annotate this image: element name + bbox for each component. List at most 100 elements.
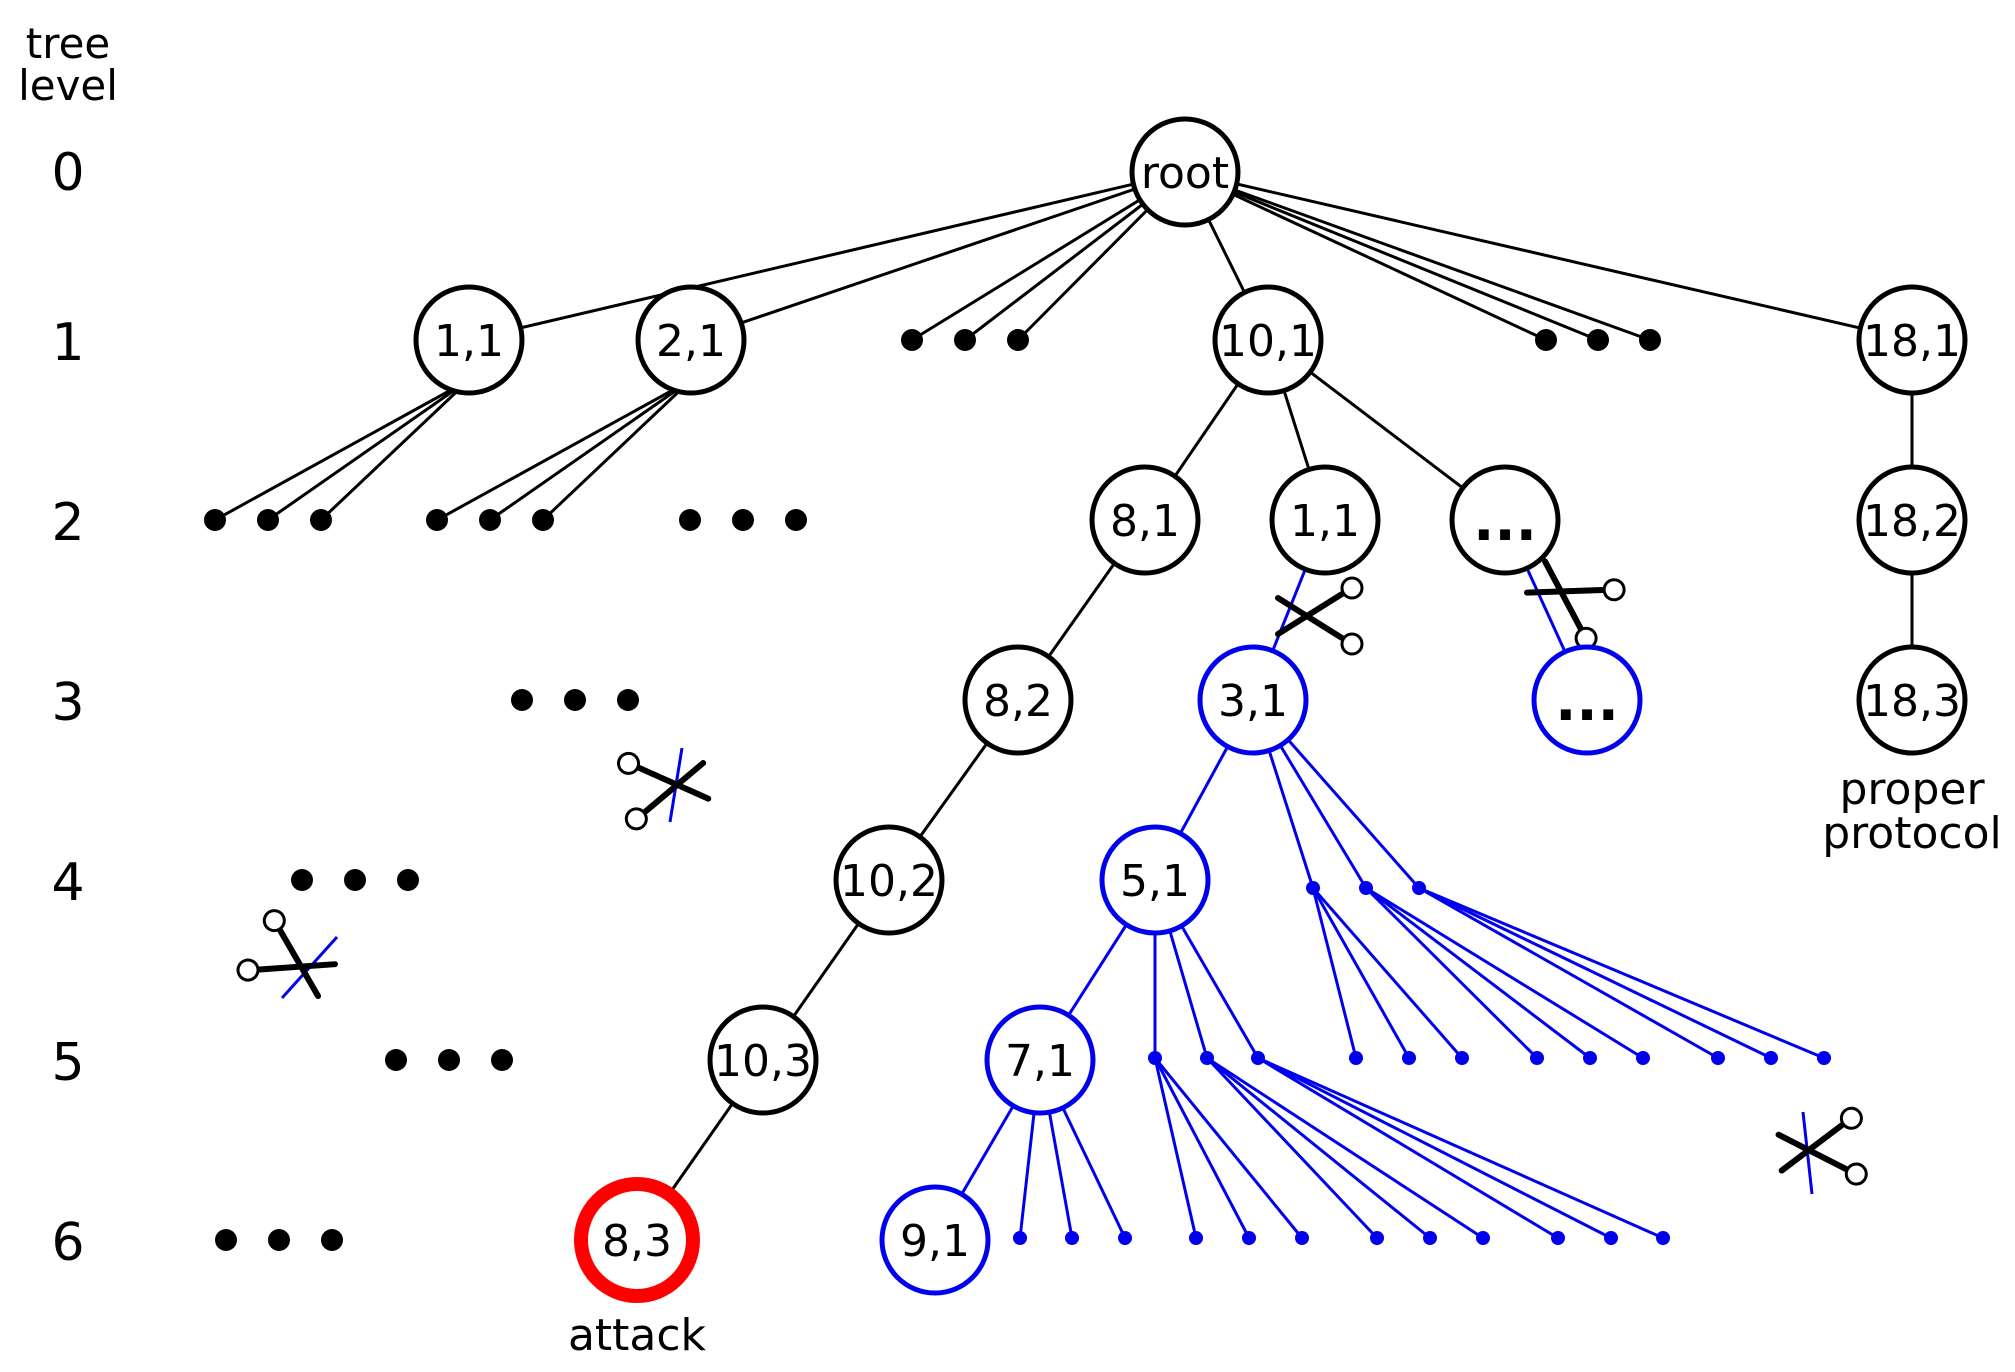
level-2-label: 2 (51, 493, 84, 553)
edge-leaf (1365, 886, 1591, 1060)
node-1-1: 1,1 (413, 284, 525, 396)
node-root-label: root (1141, 148, 1229, 199)
dot (344, 869, 366, 891)
edge-1_1-dot (214, 378, 470, 522)
dot (1148, 1051, 1162, 1065)
header-tree: tree (26, 19, 111, 68)
edge-leaf (1205, 1056, 1379, 1240)
annotations: proper protocol attack (568, 764, 2002, 1361)
proper-protocol-line2: protocol (1822, 808, 2001, 859)
dot (268, 1229, 290, 1251)
node-7-1: 7,1 (984, 1004, 1096, 1116)
edge-leaf (1153, 1057, 1251, 1239)
node-10-3: 10,3 (707, 1004, 819, 1116)
dot (1007, 329, 1029, 351)
edge-leaf (1365, 886, 1644, 1060)
dot (1656, 1231, 1670, 1245)
dot (1551, 1231, 1565, 1245)
edge-leaf (1364, 886, 1539, 1060)
proper-protocol-line1: proper (1839, 764, 1985, 815)
dot (511, 689, 533, 711)
dot (1065, 1231, 1079, 1245)
dot (491, 1049, 513, 1071)
scissors-icon (1777, 1107, 1867, 1195)
dot (564, 689, 586, 711)
node-18-3-label: 18,3 (1863, 676, 1961, 727)
node-18-1: 18,1 (1856, 284, 1968, 396)
node-ellipsis-level2-label: ... (1473, 489, 1537, 554)
dot (1423, 1231, 1437, 1245)
node-5-1-label: 5,1 (1120, 856, 1190, 907)
node-1-1-level2-label: 1,1 (1290, 496, 1360, 547)
edge-root-18_1 (1184, 170, 1913, 342)
dot (1639, 329, 1661, 351)
dot (1118, 1231, 1132, 1245)
node-10-3-label: 10,3 (714, 1036, 812, 1087)
node-18-2-label: 18,2 (1863, 496, 1961, 547)
scissors-icon (234, 907, 344, 1014)
level-axis: tree level 0 1 2 3 4 5 6 (18, 19, 118, 1273)
node-8-3-label: 8,3 (602, 1216, 672, 1267)
edge-leaf (1257, 1056, 1664, 1240)
node-18-3: 18,3 (1856, 644, 1968, 756)
dot (1412, 881, 1426, 895)
dot (1349, 1051, 1363, 1065)
dot (479, 509, 501, 531)
dot (732, 509, 754, 531)
node-3-1-label: 3,1 (1218, 676, 1288, 727)
level-1-label: 1 (51, 313, 84, 373)
level-5-label: 5 (51, 1033, 84, 1093)
node-9-1-label: 9,1 (900, 1216, 970, 1267)
node-7-1-label: 7,1 (1005, 1036, 1075, 1087)
edge-root-dot (1184, 170, 1651, 342)
node-ellipsis-level2: ... (1449, 464, 1561, 576)
node-18-2: 18,2 (1856, 464, 1968, 576)
level-4-label: 4 (51, 853, 84, 913)
dot (1402, 1051, 1416, 1065)
dot (310, 509, 332, 531)
node-1-1-level2: 1,1 (1269, 464, 1381, 576)
dot (1817, 1051, 1831, 1065)
dot (1476, 1231, 1490, 1245)
node-10-1-label: 10,1 (1219, 316, 1317, 367)
node-2-1-label: 2,1 (656, 316, 726, 367)
dot (321, 1229, 343, 1251)
collapsed-dots-black (204, 329, 1661, 1251)
edge-leaf (1257, 1056, 1612, 1240)
edge-root-1_1 (468, 170, 1186, 342)
node-10-2-label: 10,2 (840, 856, 938, 907)
node-10-1: 10,1 (1212, 284, 1324, 396)
edge-leaf (1311, 887, 1358, 1059)
dot (1604, 1231, 1618, 1245)
edge-leaf (1153, 1057, 1304, 1239)
node-2-1: 2,1 (635, 284, 747, 396)
level-0-label: 0 (51, 143, 84, 203)
edge-1_1-dot (267, 378, 470, 522)
edge-root-2_1 (690, 170, 1186, 342)
dot (257, 509, 279, 531)
edge-1_1-dot (319, 378, 471, 522)
node-8-3-attack: 8,3 (574, 1177, 700, 1303)
node-8-1: 8,1 (1089, 464, 1201, 576)
edge-leaf (1311, 887, 1411, 1059)
node-3-1: 3,1 (1197, 644, 1309, 756)
dot (291, 869, 313, 891)
edge-leaf (1418, 886, 1772, 1060)
scissors-icons (234, 544, 1867, 1195)
node-8-1-label: 8,1 (1110, 496, 1180, 547)
dot (397, 869, 419, 891)
node-8-2-label: 8,2 (983, 676, 1053, 727)
node-10-2: 10,2 (833, 824, 945, 936)
node-ellipsis-level3-label: ... (1555, 669, 1619, 734)
dot (1251, 1051, 1265, 1065)
dot (1764, 1051, 1778, 1065)
node-5-1: 5,1 (1099, 824, 1211, 936)
level-6-label: 6 (51, 1213, 84, 1273)
edge-leaf (1418, 886, 1719, 1060)
attack-label: attack (568, 1310, 707, 1361)
dot (1013, 1231, 1027, 1245)
edge-leaf (1257, 1056, 1559, 1240)
dot (1242, 1231, 1256, 1245)
dot (215, 1229, 237, 1251)
